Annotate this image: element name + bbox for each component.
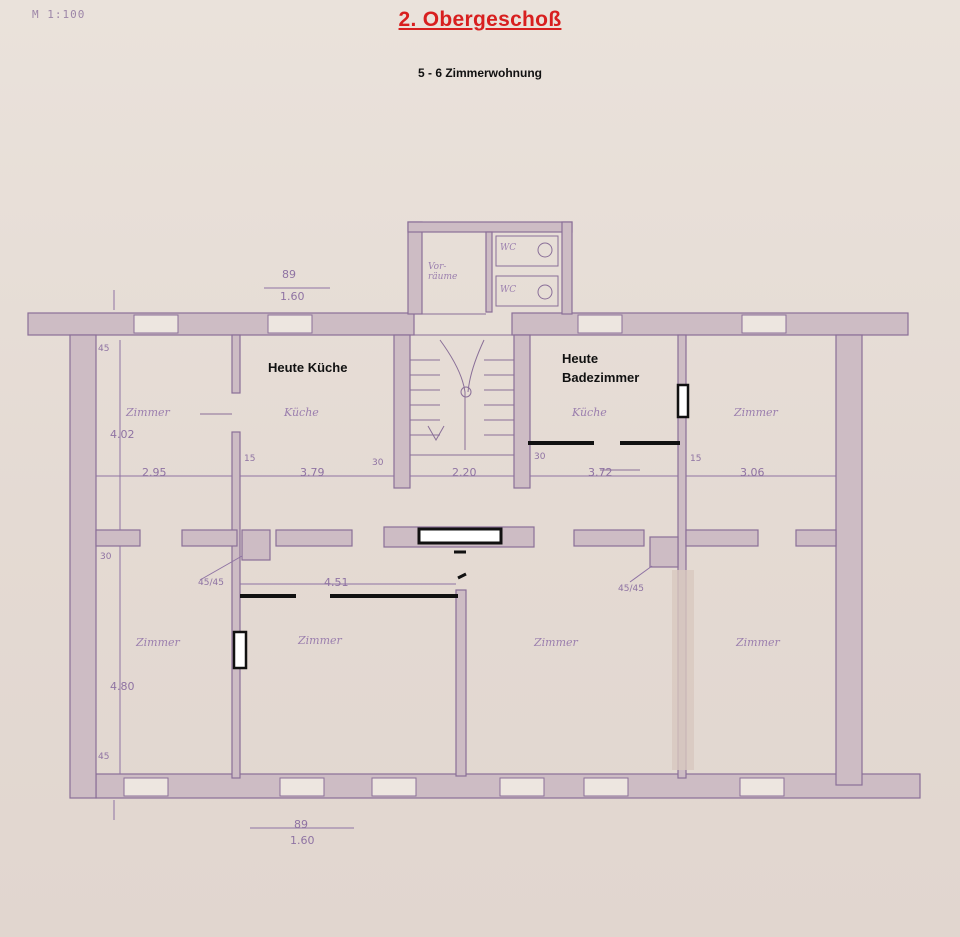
stair-wall-right <box>513 334 531 489</box>
annex-wall-right <box>561 221 573 315</box>
corridor-wall-5 <box>573 529 645 547</box>
window-bottom-3 <box>371 777 417 797</box>
window-bottom-5 <box>583 777 629 797</box>
markup-box-right <box>676 383 690 419</box>
dim-label: 3.06 <box>740 466 765 479</box>
window-top-4 <box>741 314 787 334</box>
dim-label: 1.60 <box>280 290 305 303</box>
window-top-1 <box>133 314 179 334</box>
corridor-wall-1 <box>95 529 141 547</box>
markup-box-corridor <box>417 527 503 545</box>
window-bottom-2 <box>279 777 325 797</box>
room-label: Zimmer <box>736 636 780 649</box>
dim-label: 3.72 <box>588 466 613 479</box>
room-label: Zimmer <box>534 636 578 649</box>
room-label: Zimmer <box>136 636 180 649</box>
dim-label: 45 <box>98 752 110 762</box>
left-wall <box>69 334 97 799</box>
corridor-wall-6 <box>685 529 759 547</box>
scale-note: M 1:100 <box>32 8 86 21</box>
corridor-wall-2 <box>181 529 238 547</box>
room-label: WC <box>500 285 517 295</box>
corridor-wall-3 <box>275 529 353 547</box>
page-subtitle: 5 - 6 Zimmerwohnung <box>417 66 542 80</box>
window-bottom-6 <box>739 777 785 797</box>
dim-label: 30 <box>100 552 112 562</box>
window-top-2 <box>267 314 313 334</box>
dim-label: 2.95 <box>142 466 167 479</box>
dim-label: 30 <box>534 452 546 462</box>
dim-label: 2.20 <box>452 466 477 479</box>
window-top-3 <box>577 314 623 334</box>
room-label: Küche <box>572 406 607 419</box>
staircase <box>409 334 515 456</box>
dimension-lines <box>96 287 836 829</box>
room-label: Küche <box>284 406 319 419</box>
dim-label: 89 <box>294 818 308 831</box>
dim-label: 4.02 <box>110 428 135 441</box>
page-title: 2. Obergeschoß <box>398 8 562 31</box>
dim-label: 4.80 <box>110 680 135 693</box>
pillar-right <box>649 536 679 568</box>
bath-today-label-1: Heute <box>562 351 599 366</box>
dim-label: 4.51 <box>324 576 349 589</box>
right-wall <box>835 334 863 786</box>
room-label: WC <box>500 243 517 253</box>
room-label: Zimmer <box>734 406 778 419</box>
wall-left-vertical <box>231 431 241 779</box>
wall-left-kitchen-upper <box>231 334 241 394</box>
paper-patch <box>672 570 694 770</box>
dim-label: 45/45 <box>618 584 644 594</box>
dim-label: 45 <box>98 344 110 354</box>
dim-label: 15 <box>690 454 702 464</box>
top-wall-left <box>27 312 415 336</box>
window-bottom-1 <box>123 777 169 797</box>
bath-today-label-2: Badezimmer <box>562 370 640 385</box>
wall-center-vertical <box>455 589 467 777</box>
dim-label: 30 <box>372 458 384 468</box>
wc-fixtures <box>422 235 559 315</box>
annex-wall-left <box>407 221 423 315</box>
kitchen-today-label: Heute Küche <box>268 360 348 375</box>
pillar-left <box>241 529 271 561</box>
window-bottom-4 <box>499 777 545 797</box>
room-label: Zimmer <box>298 634 342 647</box>
room-label: Vor-räume <box>428 262 458 282</box>
corridor-wall-7 <box>795 529 837 547</box>
dim-label: 89 <box>282 268 296 281</box>
dim-label: 3.79 <box>300 466 325 479</box>
room-label: Zimmer <box>126 406 170 419</box>
stair-wall-left <box>393 334 411 489</box>
annex-wall-top <box>407 221 573 233</box>
markup-box-left <box>232 630 248 670</box>
dim-label: 1.60 <box>290 834 315 847</box>
dim-label: 45/45 <box>198 578 224 588</box>
annex-wall-mid <box>485 231 493 313</box>
top-wall-right <box>511 312 909 336</box>
dim-label: 15 <box>244 454 256 464</box>
markup-overlays <box>232 383 690 670</box>
